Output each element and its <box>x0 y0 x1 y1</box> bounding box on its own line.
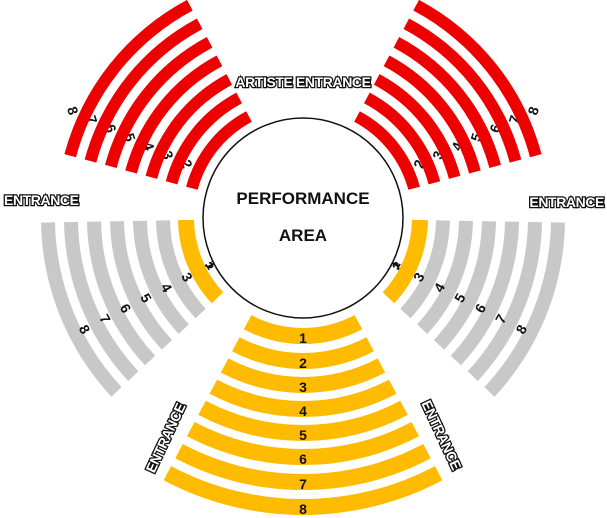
row-label-center-6: 6 <box>299 451 307 467</box>
stage-title-line1: PERFORMANCE <box>236 189 369 208</box>
seat-row-red-right-7[interactable] <box>403 18 522 163</box>
stage-title-line2: AREA <box>279 226 327 245</box>
seat-row-red-left-8[interactable] <box>64 0 193 158</box>
left-entrance-label: ENTRANCE <box>4 192 79 208</box>
row-label-center-2: 2 <box>299 355 307 371</box>
seat-row-red-right-3[interactable] <box>364 92 441 185</box>
performance-area: PERFORMANCE AREA <box>202 117 404 319</box>
seat-row-center-1[interactable] <box>243 315 363 345</box>
seat-row-red-right-6[interactable] <box>393 37 501 168</box>
seat-row-grey-left-3[interactable] <box>156 220 206 319</box>
row-label-center-5: 5 <box>299 427 307 443</box>
seat-row-center-5[interactable] <box>198 400 408 442</box>
seat-row-red-left-5[interactable] <box>125 55 223 174</box>
seat-row-center-7[interactable] <box>175 444 431 491</box>
seat-row-red-left-6[interactable] <box>105 37 213 168</box>
bottom-left-entrance-label: ENTRANCE <box>142 401 188 475</box>
seat-row-grey-left-4[interactable] <box>133 220 189 334</box>
bottom-right-entrance-label: ENTRANCE <box>419 398 465 472</box>
seat-row-grey-left-7[interactable] <box>64 221 139 381</box>
seat-row-grey-right-7[interactable] <box>467 221 542 381</box>
seat-row-grey-right-4[interactable] <box>417 220 473 334</box>
seat-row-grey-right-3[interactable] <box>400 220 450 319</box>
row-label-center-4: 4 <box>299 403 307 419</box>
seat-row-red-left-2[interactable] <box>186 111 252 190</box>
seat-row-grey-left-6[interactable] <box>87 221 156 366</box>
seat-row-red-left-4[interactable] <box>145 74 233 179</box>
stage-circle <box>202 117 404 319</box>
seat-row-orange-right-1[interactable] <box>382 219 428 304</box>
seat-row-red-right-8[interactable] <box>413 0 542 158</box>
seat-row-center-6[interactable] <box>187 422 419 466</box>
seat-row-red-left-7[interactable] <box>84 18 203 163</box>
seat-row-center-3[interactable] <box>220 358 386 394</box>
right-entrance-label: ENTRANCE <box>529 194 604 210</box>
seat-row-grey-right-5[interactable] <box>433 221 496 350</box>
seat-row-orange-left-1[interactable] <box>178 219 224 304</box>
seat-row-grey-left-8[interactable] <box>41 222 122 397</box>
artiste-entrance-label: ARTISTE ENTRANCE <box>235 74 370 90</box>
seat-row-center-2[interactable] <box>232 337 374 369</box>
row-label-center-3: 3 <box>299 379 307 395</box>
seat-row-grey-left-5[interactable] <box>110 221 173 350</box>
seat-row-red-right-2[interactable] <box>354 111 420 190</box>
seat-row-grey-right-6[interactable] <box>450 221 519 366</box>
seat-row-red-right-4[interactable] <box>373 74 461 179</box>
seat-row-red-left-3[interactable] <box>165 92 242 185</box>
row-label-center-1: 1 <box>299 330 307 346</box>
seat-row-grey-right-8[interactable] <box>484 222 565 397</box>
row-label-center-7: 7 <box>299 476 307 492</box>
seat-row-center-4[interactable] <box>209 379 397 417</box>
row-label-center-8: 8 <box>299 501 307 517</box>
seat-row-center-8[interactable] <box>163 466 443 515</box>
seat-row-red-right-5[interactable] <box>383 55 481 174</box>
section-center: 1 2 3 4 5 6 7 8 <box>163 315 443 517</box>
